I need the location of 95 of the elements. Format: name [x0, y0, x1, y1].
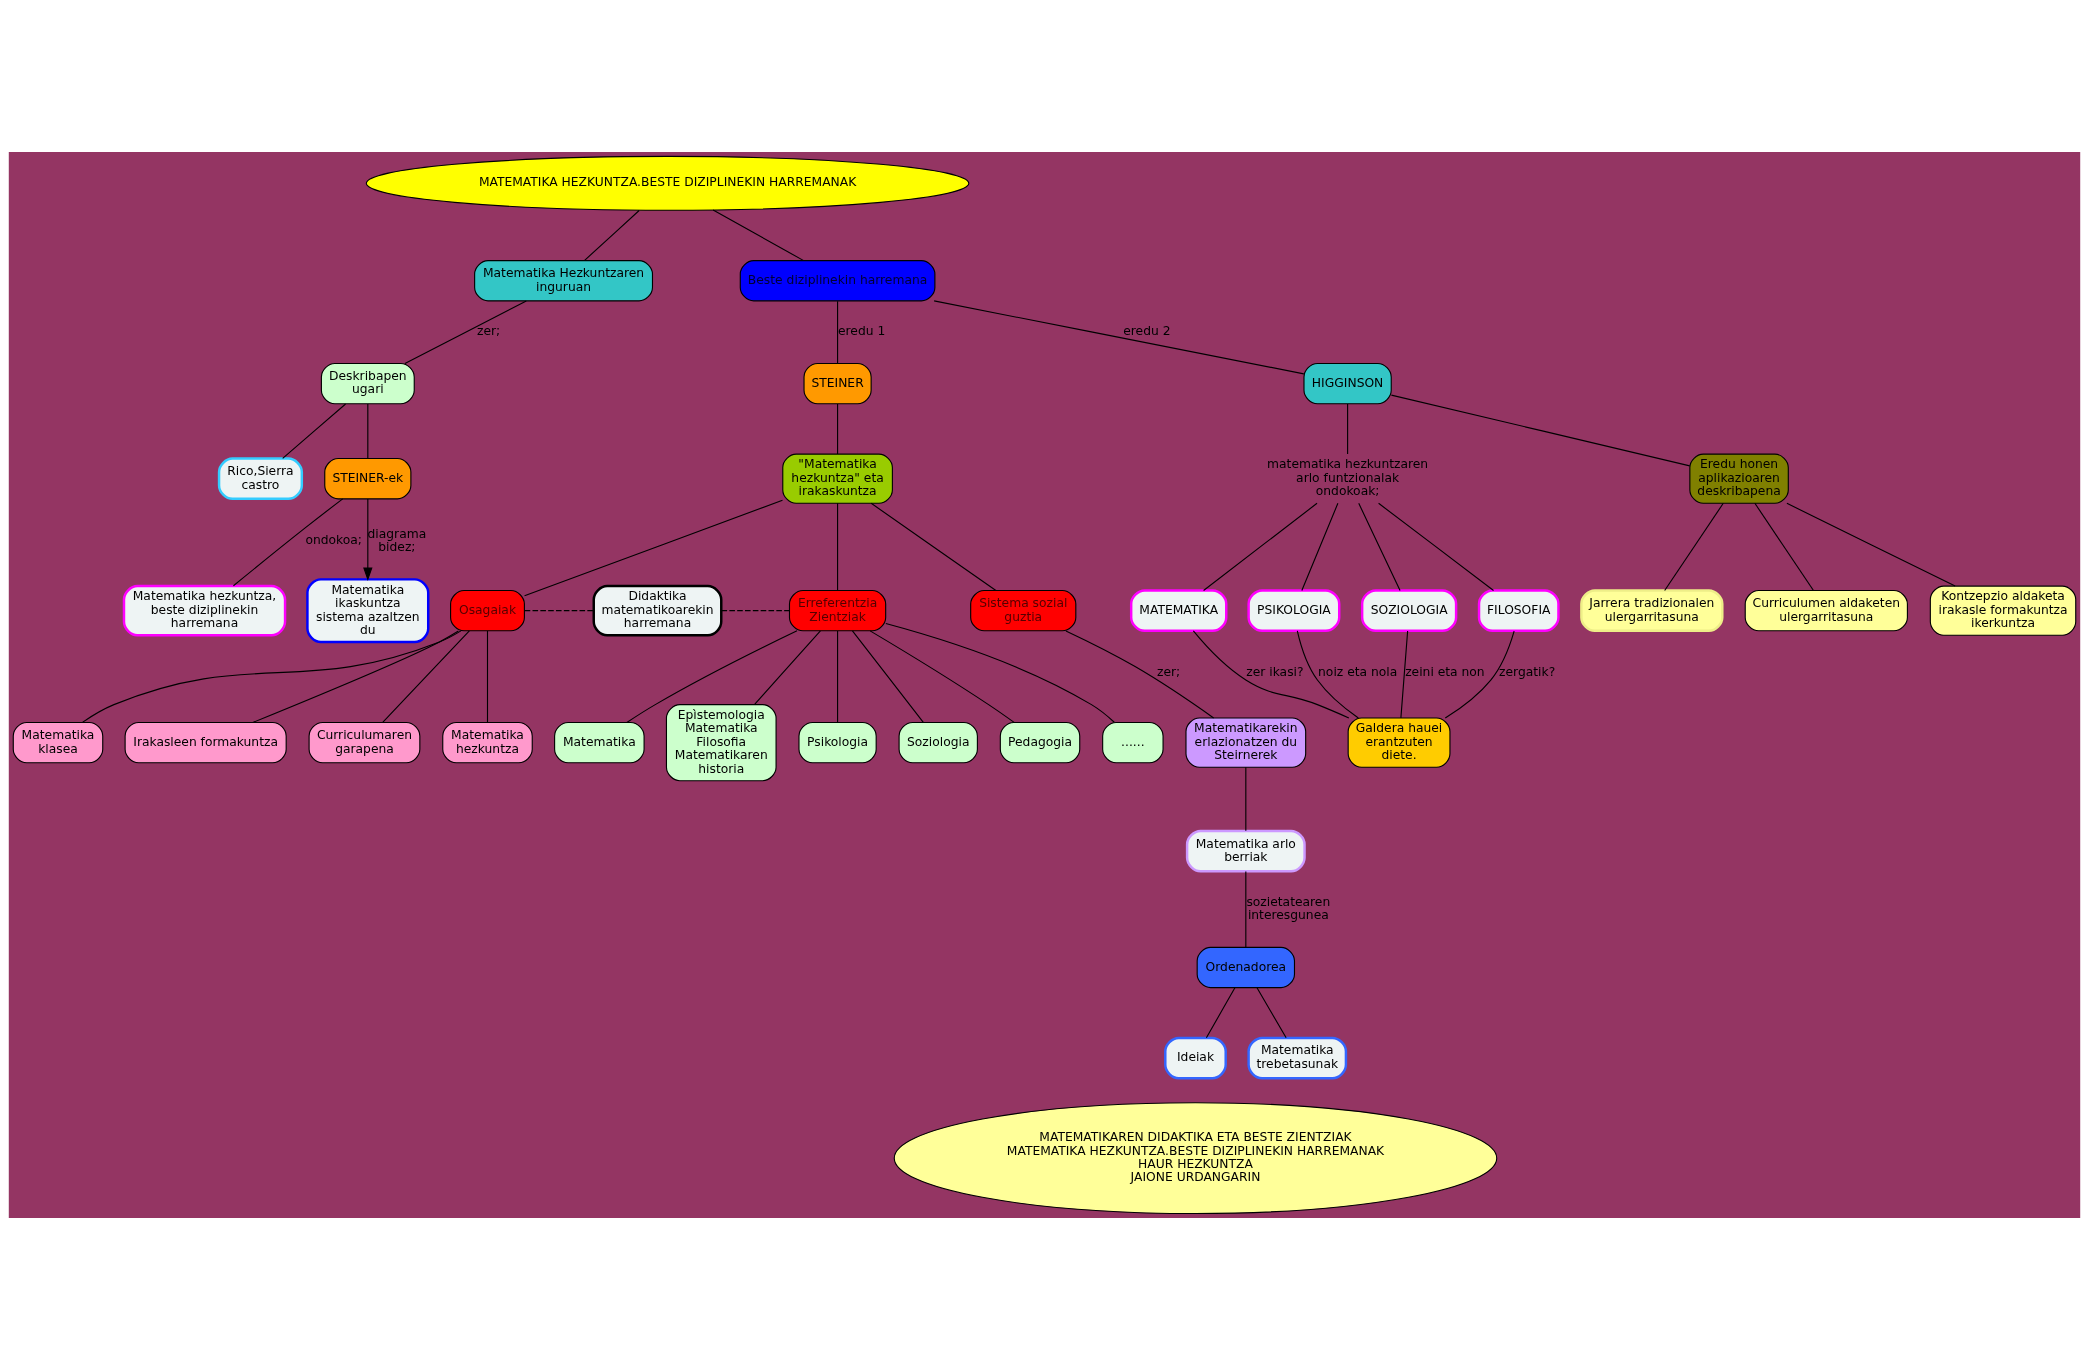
node-box: STEINER — [803, 362, 872, 405]
node-box: MATEMATIKA — [1129, 589, 1228, 633]
node-box: PSIKOLOGIA — [1247, 589, 1341, 633]
connector — [232, 498, 344, 587]
connector — [1444, 630, 1515, 719]
node-ellipse: MATEMATIKAREN DIDAKTIKA ETA BESTE ZIENTZIAK MATEMATIKA HEZKUNTZA.BESTE DIZIPLINEKIN HARREMANAK HAUR HEZKUNTZA JAIONE URDANGARIN — [893, 1102, 1498, 1215]
connector — [837, 630, 839, 723]
node-box: Sistema sozial guztia — [970, 590, 1077, 632]
connector — [1205, 987, 1236, 1039]
node-box: Kontzepzio aldaketa irakasle formakuntza ikerkuntza — [1929, 585, 2077, 636]
connector — [885, 623, 1115, 723]
connector — [933, 300, 1305, 375]
connector — [81, 630, 462, 723]
node-box: FILOSOFIA — [1477, 589, 1560, 633]
connector — [367, 403, 369, 459]
node-box: Eredu honen aplikazioaren deskribapena — [1689, 453, 1789, 504]
connector — [1390, 394, 1691, 467]
connector — [1245, 766, 1247, 832]
connector — [1301, 502, 1339, 591]
connector — [851, 630, 924, 723]
connector — [837, 502, 839, 591]
connector — [252, 630, 459, 724]
connector — [1347, 403, 1349, 455]
edge-label: diagrama bidez; — [367, 526, 427, 555]
connector — [1245, 871, 1247, 948]
node-box: Beste diziplinekin harremana — [739, 260, 936, 302]
node-box: Jarrera tradizionalen ulergarritasuna — [1580, 589, 1724, 633]
edge-label: ondokoa; — [305, 533, 362, 548]
node-box: SOZIOLOGIA — [1360, 589, 1458, 633]
connector — [1378, 502, 1495, 591]
connector — [1296, 630, 1359, 719]
node-box: Rico,Sierra castro — [217, 457, 304, 501]
connector — [1192, 630, 1350, 719]
edge-label: zergatik? — [1499, 665, 1556, 680]
node-box: Matematika arlo berriak — [1185, 829, 1306, 873]
arrow — [363, 498, 373, 581]
node-box: "Matematika hezkuntza" eta irakaskuntza — [782, 453, 893, 504]
connector — [720, 610, 790, 612]
node-box: Deskribapen ugari — [320, 362, 415, 405]
node-ellipse: MATEMATIKA HEZKUNTZA.BESTE DIZIPLINEKIN HARREMANAK — [365, 155, 970, 211]
connector — [870, 502, 997, 591]
edge-label: noiz eta nola — [1318, 665, 1398, 680]
connector — [1065, 630, 1215, 719]
connector — [712, 209, 804, 261]
connector — [1786, 502, 1956, 587]
node-text: matematika hezkuntzaren arlo funtzionalak ondokoak; — [1267, 457, 1429, 499]
edge-label: sozietatearen interesgunea — [1246, 894, 1331, 923]
edge-label: zer; — [1157, 665, 1181, 680]
connector — [837, 403, 839, 455]
node-box: Pedagogia — [999, 721, 1081, 764]
node-box: STEINER-ek — [324, 458, 412, 500]
connector — [382, 630, 470, 723]
connector — [869, 630, 1015, 723]
edge-label: zer ikasi? — [1246, 665, 1304, 680]
node-box: Irakasleen formakuntza — [124, 721, 287, 764]
node-box: Matematika ikaskuntza sistema azaltzen du — [306, 578, 430, 644]
connector — [524, 499, 784, 597]
node-box: Curriculumen aldaketen ulergarritasuna — [1744, 590, 1908, 632]
connector — [282, 403, 347, 459]
connector — [583, 209, 640, 262]
node-box: Matematika — [554, 721, 645, 764]
edge-label: zer; — [477, 324, 501, 339]
connector — [486, 630, 489, 723]
connector — [1664, 502, 1724, 591]
node-box: Soziologia — [898, 721, 978, 764]
node-box: Matematika klasea — [12, 721, 104, 764]
connector — [837, 300, 839, 364]
node-box: Osagaiak — [450, 590, 525, 632]
node-box: HIGGINSON — [1303, 362, 1392, 405]
node-box: Matematika trebetasunak — [1247, 1036, 1348, 1080]
connector — [524, 610, 595, 612]
edge-label: zeini eta non — [1405, 665, 1485, 680]
connector — [1754, 502, 1815, 591]
connector — [1256, 987, 1287, 1039]
connector — [1400, 630, 1409, 719]
connector — [404, 300, 527, 364]
node-box: Curriculumaren garapena — [308, 721, 421, 764]
edge-label: eredu 1 — [838, 324, 886, 339]
edge-label: eredu 2 — [1123, 324, 1171, 339]
node-box: Ideiak — [1164, 1036, 1227, 1080]
connector — [1358, 502, 1401, 591]
node-box: Matematikarekin erlazionatzen du Steirnerek — [1185, 717, 1307, 768]
node-box: Matematika Hezkuntzaren inguruan — [474, 260, 654, 302]
node-box: Matematika hezkuntza — [442, 721, 533, 764]
node-box: Didaktika matematikoarekin harremana — [592, 584, 723, 637]
node-box: Epìstemologia Matematika Filosofia Matematikaren historia — [665, 704, 777, 782]
connector — [1203, 502, 1318, 591]
node-box: Galdera hauei erantzuten diete. — [1347, 717, 1451, 768]
node-box: Erreferentzia Zientziak — [788, 590, 887, 632]
node-box: ...... — [1102, 721, 1164, 764]
node-box: Psikologia — [798, 721, 877, 764]
node-box: Matematika hezkuntza, beste diziplinekin harremana — [122, 584, 287, 637]
node-box: Ordenadorea — [1196, 946, 1296, 989]
connector — [626, 630, 798, 724]
connector — [753, 630, 821, 706]
